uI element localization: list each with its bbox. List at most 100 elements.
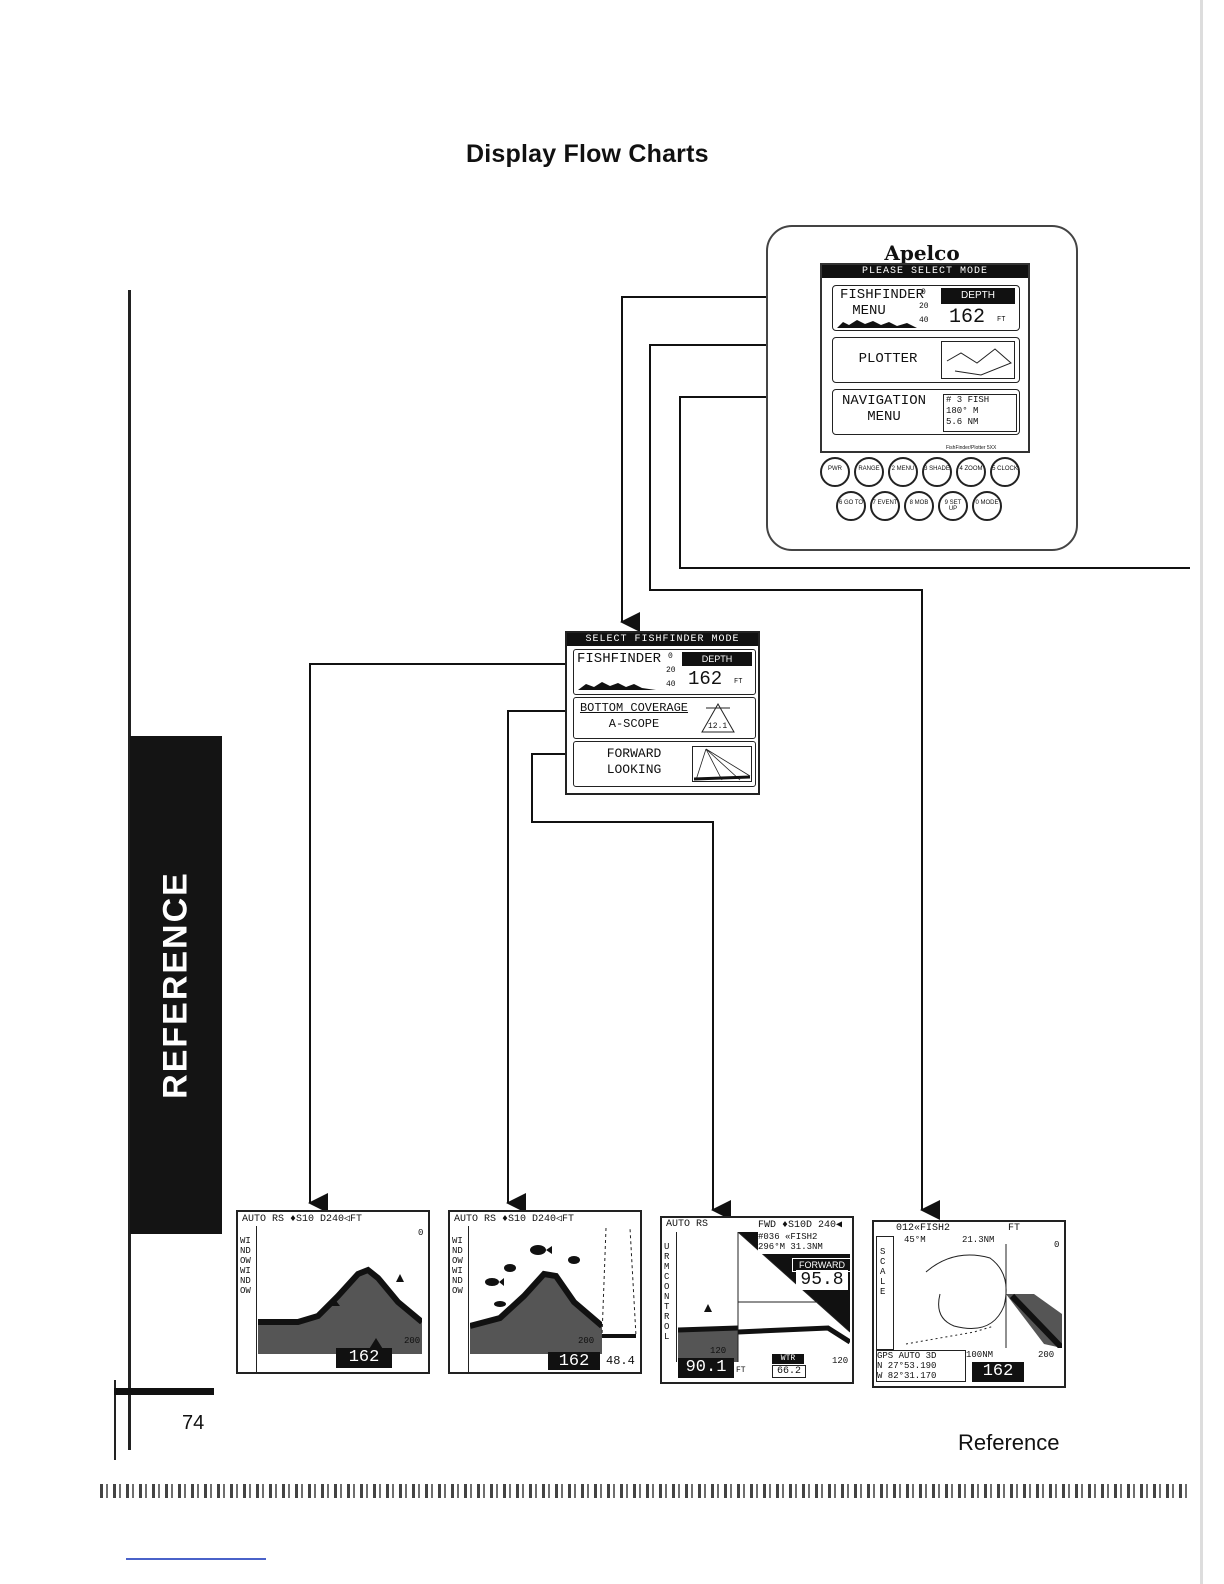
scale-tick: 20 [666,666,676,675]
screen-forward-looking: AUTO RS FWD ♦S10D 240◀ URM CONTROL #036 … [660,1216,854,1384]
scale-tick: 0 [668,652,673,661]
range-bottom: 200 [578,1336,595,1346]
screen-header-right: FWD ♦S10D 240◀ [758,1220,843,1231]
bottom-profile-icon [578,682,656,690]
event-button[interactable]: 7 EVENT [870,491,900,521]
fishfinder-menu-header: SELECT FISHFINDER MODE [567,633,758,646]
side-label: URM CONTROL [664,1242,670,1342]
gps-status: GPS AUTO 3D [877,1351,937,1361]
page-title: Display Flow Charts [466,140,709,168]
brand-logo: Apelco [884,241,960,265]
screen-header: AUTO RS [666,1219,709,1230]
goto-button[interactable]: 6 GO TO [836,491,866,521]
footer-blue-rule [126,1558,266,1560]
scope-value: 48.4 [606,1354,635,1368]
ff-menu-item-fishfinder[interactable]: FISHFINDER 0 20 40 DEPTH 162 FT [573,649,756,695]
depth-unit: FT [997,316,1006,324]
plotter-track-icon [941,341,1015,379]
button-label: 5 CLOCK [992,466,1018,472]
screen-header: AUTO RS ♦S10 D240◁FT [242,1214,363,1225]
forward-distance: 95.8 [796,1270,848,1290]
setup-button[interactable]: 9 SET UP [938,491,968,521]
screen-header-unit: FT [1008,1223,1021,1234]
menu-item-label: MENU [867,409,901,425]
menu-item-label: PLOTTER [858,351,918,367]
nav-mini-line: 5.6 NM [946,417,979,427]
window-side-panel: WINDOW WINDOW [450,1226,469,1372]
bearing: 45°M [904,1235,926,1245]
urm-side-panel: URM CONTROL [662,1232,677,1362]
plotter-map [905,1244,1062,1348]
depth-readout: 162 [972,1362,1024,1382]
screen-header: AUTO RS ♦S10 D240◁FT [454,1214,575,1225]
range-bottom: 120 [710,1346,727,1356]
mob-button[interactable]: 8 MOB [904,491,934,521]
menu-item-label: BOTTOM COVERAGE [579,701,689,715]
button-label: 4 ZOOM [959,466,983,472]
scale-tick: 20 [919,302,929,311]
nav-mini-panel: # 3 FISH 180° M 5.6 NM [943,394,1017,432]
range-bottom: 200 [404,1336,421,1346]
device-unit: Apelco PLEASE SELECT MODE FISHFINDER MEN… [766,225,1078,551]
menu-item-label: A-SCOPE [608,717,660,731]
distance: 21.3NM [962,1235,995,1245]
ff-menu-item-bottom-coverage[interactable]: BOTTOM COVERAGE A-SCOPE 12.1 [573,697,756,739]
button-label: PWR [828,466,842,472]
page-edge-shadow [1200,0,1203,1584]
sonar-image [470,1245,602,1354]
range-top: 0 [1054,1240,1060,1250]
range-bottom: 200 [1038,1350,1055,1360]
section-tab: REFERENCE [130,736,222,1234]
depth-readout: 162 [336,1348,392,1368]
gps-longitude: W 82°31.170 [877,1371,937,1381]
range-label: 100NM [966,1350,994,1360]
screen-plotter: 012«FISH2 FT SCALE 45°M 21.3NM 0 200 GPS… [872,1220,1066,1388]
forward-sonar-icon [692,746,752,782]
menu-item-label: LOOKING [606,762,662,777]
device-screen: PLEASE SELECT MODE FISHFINDER MENU 0 20 … [820,263,1030,453]
depth-value: 162 [688,668,723,690]
page-number: 74 [182,1412,205,1434]
cone-icon [701,702,735,733]
menu-item-label: FORWARD [606,746,662,761]
pwr-button[interactable]: PWR [820,457,850,487]
button-label: 8 MOB [909,500,929,506]
screen-fishfinder: AUTO RS ♦S10 D240◁FT WINDOW WINDOW 0 200… [236,1210,430,1374]
temp-label: WTR [772,1354,804,1364]
side-label: WINDOW WINDOW [240,1236,251,1296]
menu-item-navigation[interactable]: NAVIGATION MENU # 3 FISH 180° M 5.6 NM [832,389,1020,435]
left-margin-rule [128,290,131,1450]
screen-header: PLEASE SELECT MODE [822,265,1028,278]
button-label: 7 EVENT [872,500,898,506]
scale-side-panel: SCALE [876,1236,894,1350]
zoom-button[interactable]: 4 ZOOM [956,457,986,487]
menu-item-plotter[interactable]: PLOTTER [832,337,1020,383]
mode-button[interactable]: 0 MODE [972,491,1002,521]
button-label: 3 SHADE [924,466,950,472]
nav-line: 296°M 31.3NM [758,1242,823,1252]
menu-item-label: FISHFINDER [839,287,924,303]
ff-menu-item-forward-looking[interactable]: FORWARD LOOKING [573,741,756,787]
nav-line: #036 «FISH2 [758,1232,818,1242]
nav-mini-line: # 3 FISH [946,395,990,405]
clock-button[interactable]: 5 CLOCK [990,457,1020,487]
window-side-panel: WINDOW WINDOW [238,1226,257,1372]
temp-value: 66.2 [772,1365,806,1378]
depth-value: 162 [949,306,986,329]
range-button[interactable]: RANGE [854,457,884,487]
menu-button[interactable]: 2 MENU [888,457,918,487]
button-label: 0 MODE [975,500,999,506]
footer-bar [114,1388,214,1395]
shade-button[interactable]: 3 SHADE [922,457,952,487]
screen-bottom-coverage: AUTO RS ♦S10 D240◁FT WINDOW WINDOW 200 1… [448,1210,642,1374]
side-label: WINDOW WINDOW [452,1236,463,1296]
menu-item-label: NAVIGATION [841,393,926,409]
button-label: 9 SET UP [944,500,962,512]
range-top: 0 [418,1228,424,1238]
footer-reference-label: Reference [958,1430,1060,1455]
depth-readout: 162 [548,1352,600,1371]
scale-tick: 40 [919,316,929,325]
menu-item-label: MENU [852,303,886,319]
menu-item-fishfinder[interactable]: FISHFINDER MENU 0 20 40 DEPTH 162 FT [832,285,1020,331]
scan-noise-band [100,1484,1190,1498]
